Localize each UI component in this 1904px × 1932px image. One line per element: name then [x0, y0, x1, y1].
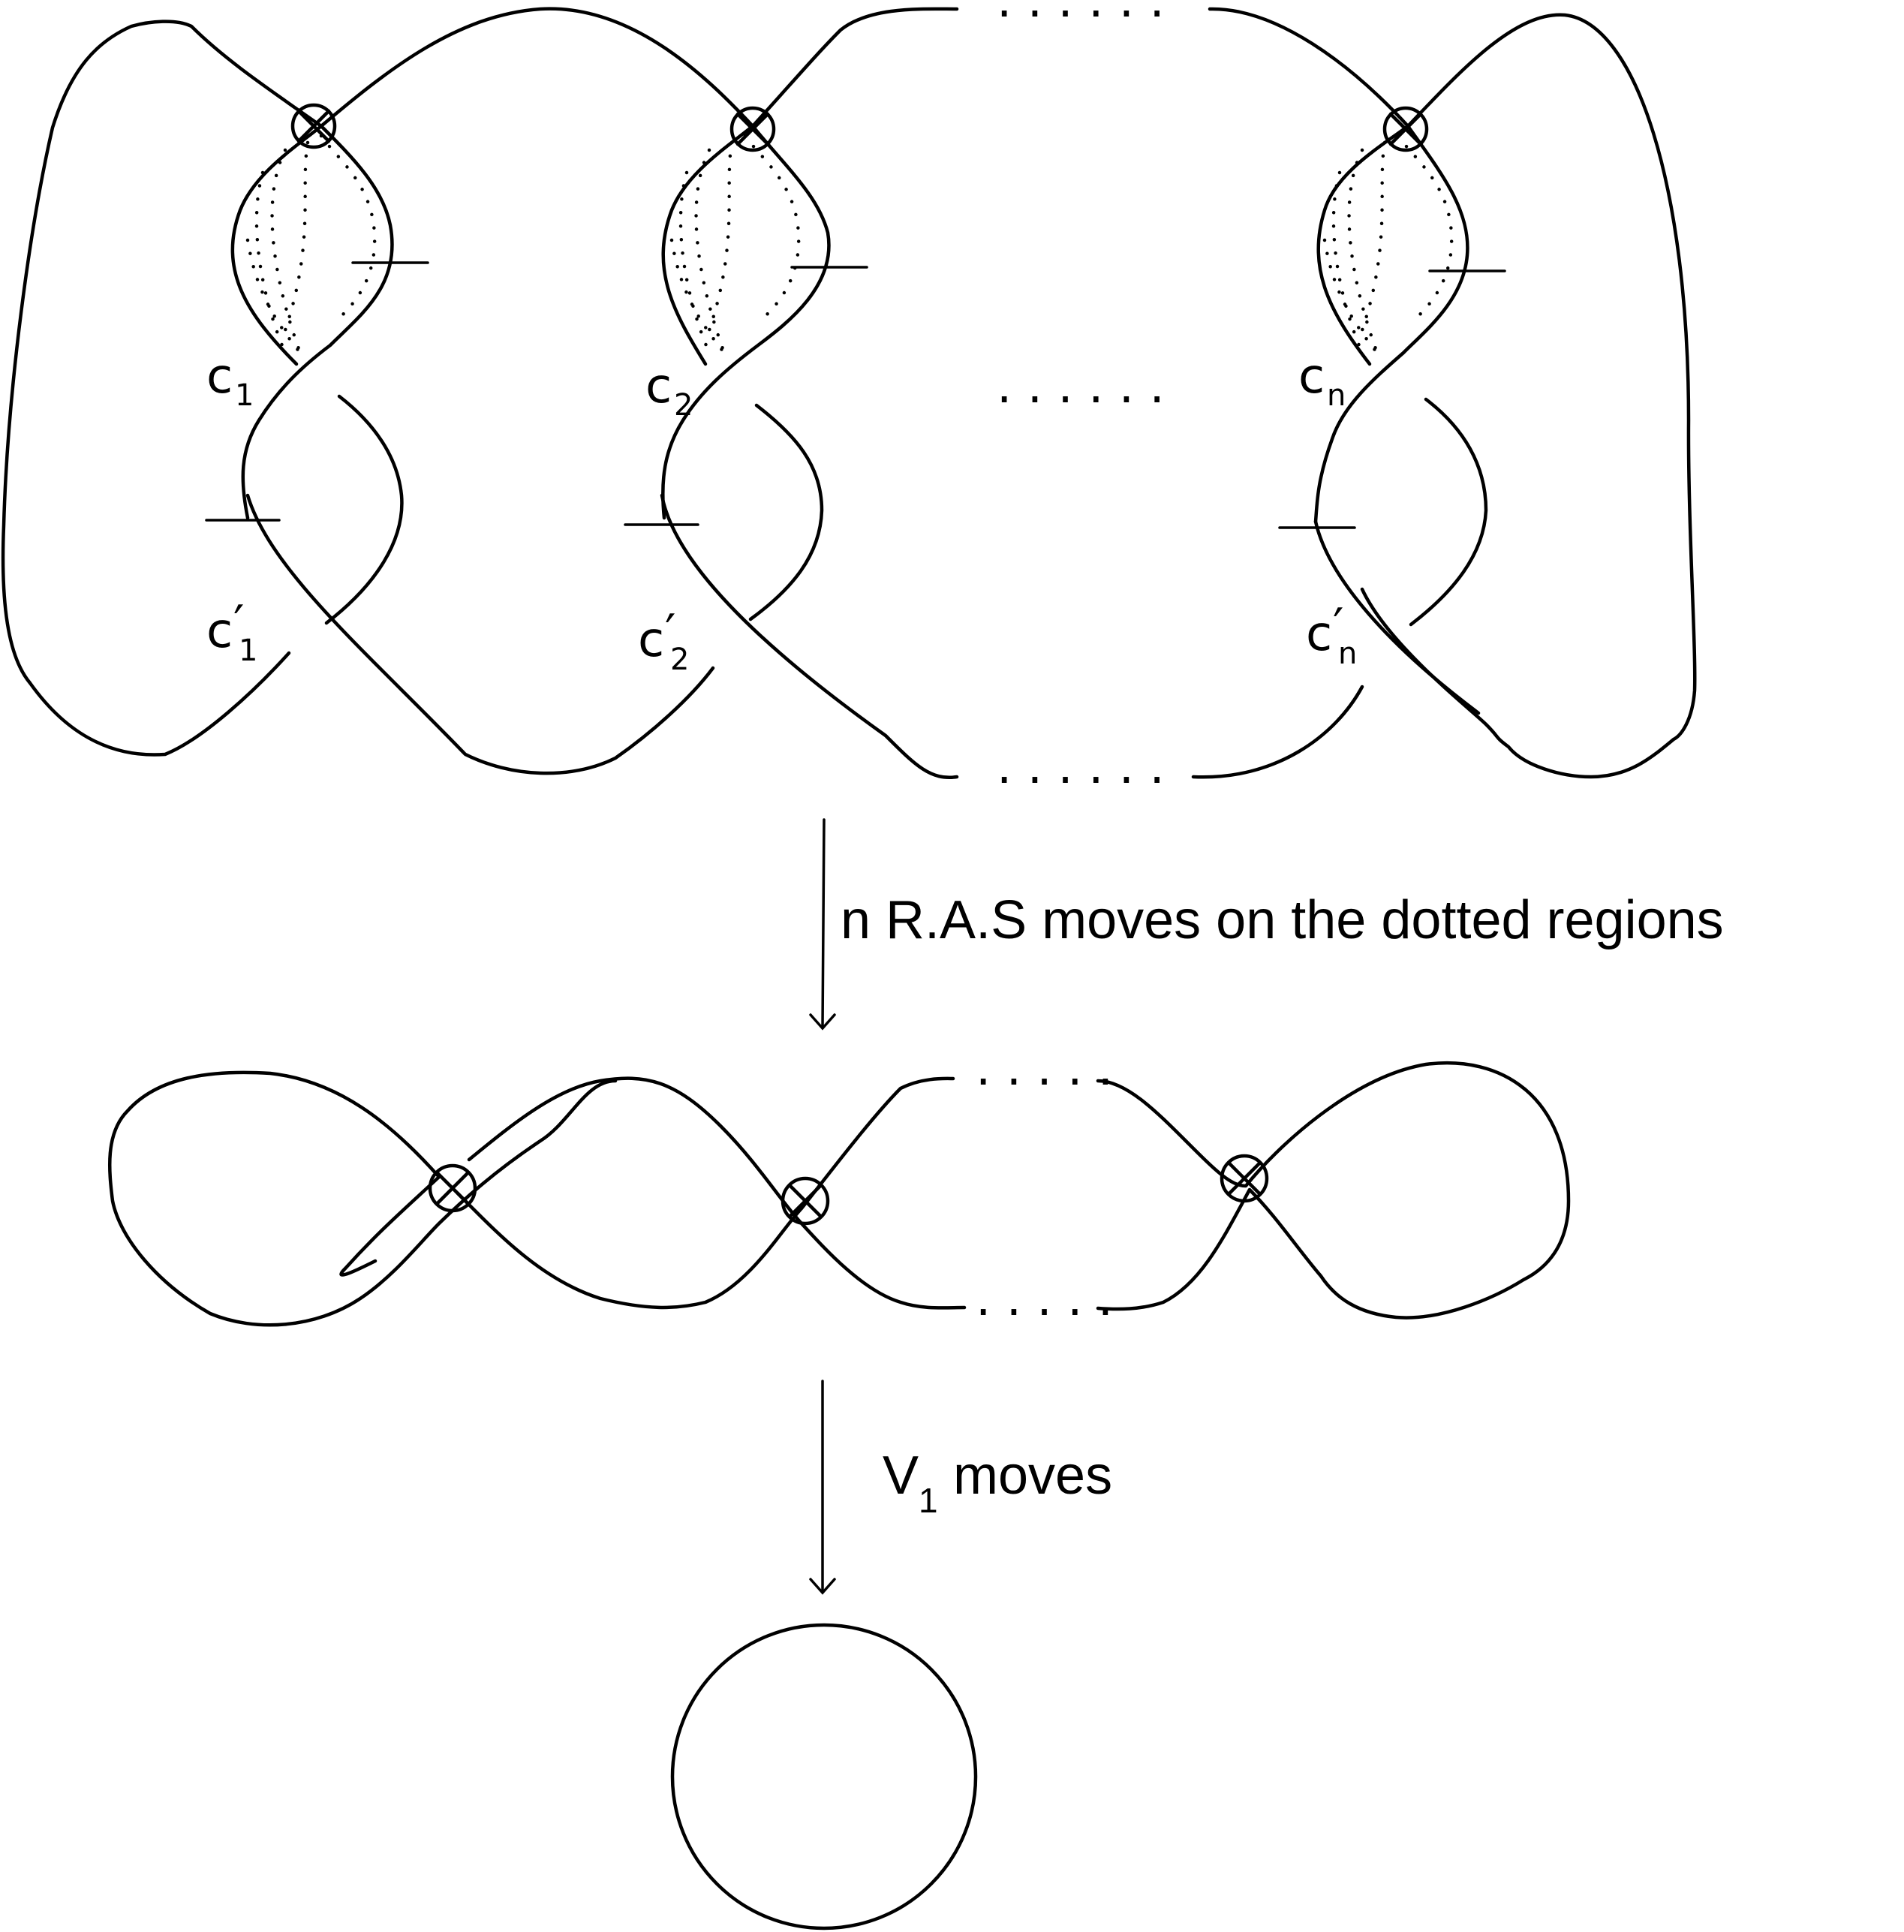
- top-virtual-knot-diagram: . . . . . . . . . . . . . . . . . . c 1 …: [1, 0, 1697, 795]
- dotted-region-2: [669, 134, 801, 355]
- svg-text:c: c: [206, 349, 233, 405]
- label-c2-prime: c ′ 2: [638, 605, 689, 677]
- middle-virtual-crossing-2: [781, 1176, 830, 1226]
- unknot-circle: [670, 1623, 978, 1930]
- svg-text:2: 2: [674, 388, 693, 423]
- svg-text:c: c: [645, 359, 672, 414]
- twist-n: [1278, 124, 1506, 715]
- dotted-region-n: [1322, 134, 1454, 355]
- step-1-caption: n R.A.S moves on the dotted regions: [841, 890, 1724, 950]
- svg-text:′: ′: [665, 605, 676, 661]
- svg-text:c: c: [638, 612, 664, 668]
- middle-curve-upper: [108, 1070, 618, 1327]
- svg-text:moves: moves: [938, 1446, 1112, 1506]
- virtual-crossing-circle-2: [729, 106, 776, 152]
- svg-text:1: 1: [919, 1481, 938, 1520]
- svg-text:2: 2: [670, 642, 689, 677]
- bottom-arc-dots-n: [1191, 685, 1364, 779]
- virtual-crossing-x-n: [1388, 112, 1423, 146]
- svg-text:n: n: [1327, 378, 1346, 413]
- ellipsis-top: . . . . . .: [997, 0, 1165, 29]
- middle-virtual-crossing-1: [428, 1163, 477, 1213]
- label-cn: c n: [1298, 349, 1346, 413]
- middle-crossing-x-1: [435, 1170, 471, 1206]
- svg-text:c: c: [206, 603, 233, 659]
- twist-2: [624, 124, 868, 621]
- twist-1: [205, 124, 429, 625]
- virtual-crossing-x-2: [735, 112, 770, 146]
- middle-ellipsis-bottom: . . . . .: [976, 1271, 1113, 1327]
- middle-lobe-2: [467, 1076, 967, 1310]
- top-arc-dots-n: [1208, 7, 1410, 128]
- svg-text:1: 1: [235, 378, 254, 413]
- top-arc-1-2: [319, 7, 755, 128]
- outer-left-arc: [1, 20, 323, 757]
- virtual-crossing-circle-1: [290, 103, 337, 149]
- svg-text:1: 1: [239, 633, 257, 668]
- middle-virtual-knot-diagram: . . . . . . . . . .: [108, 1041, 1571, 1327]
- arrow-1: [809, 818, 836, 1031]
- step-2-caption: V 1 moves: [883, 1446, 1112, 1520]
- label-c2: c 2: [645, 359, 693, 423]
- svg-text:c: c: [1306, 606, 1332, 662]
- middle-crossing-x-2: [787, 1183, 823, 1219]
- top-arc-2-dots: [750, 7, 959, 128]
- bottom-arc-1-2: [245, 493, 715, 775]
- dotted-regions: [245, 134, 1454, 355]
- middle-lobe-2-lower: [456, 1076, 955, 1310]
- svg-text:n: n: [1338, 636, 1357, 671]
- svg-text:c: c: [1298, 349, 1325, 405]
- label-c1: c 1: [206, 349, 254, 413]
- virtual-crossing-circle-n: [1382, 106, 1429, 152]
- outer-right-arc: [1360, 13, 1697, 779]
- middle-virtual-crossing-n: [1220, 1154, 1269, 1203]
- svg-text:V: V: [883, 1446, 919, 1506]
- middle-ellipsis-top: . . . . .: [976, 1041, 1113, 1097]
- middle-curve-lower: [339, 1175, 441, 1277]
- middle-crossing-x-n: [1226, 1160, 1262, 1196]
- middle-lobe-n: [1096, 1061, 1571, 1320]
- ellipsis-middle: . . . . . .: [997, 359, 1165, 414]
- virtual-crossing-x-1: [296, 109, 331, 143]
- ellipsis-bottom: . . . . . .: [997, 739, 1165, 795]
- label-cn-prime: c ′ n: [1306, 599, 1357, 671]
- arrow-2: [809, 1380, 836, 1595]
- svg-text:′: ′: [233, 596, 245, 652]
- svg-text:′: ′: [1333, 599, 1344, 655]
- bottom-arc-2-dots: [660, 493, 959, 779]
- label-c1-prime: c ′ 1: [206, 596, 257, 668]
